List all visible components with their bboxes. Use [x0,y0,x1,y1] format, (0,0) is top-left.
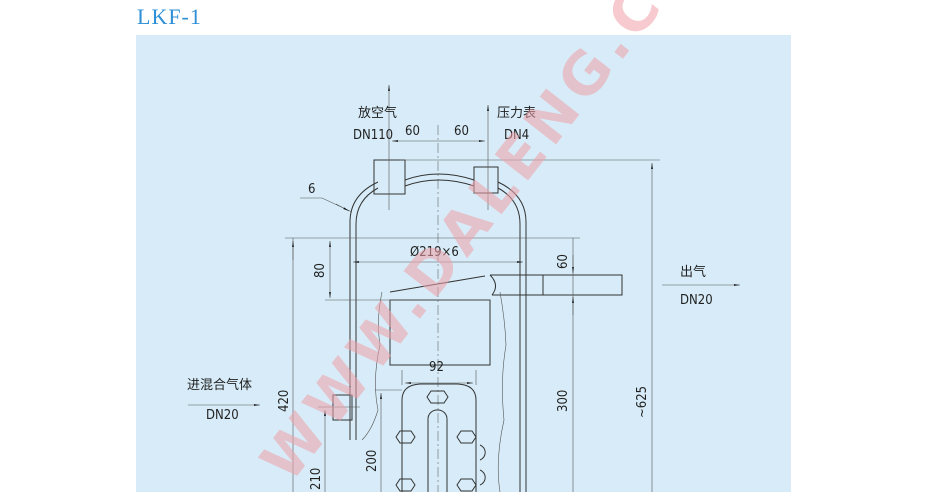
drawing-panel [136,35,791,492]
dimension-lines [188,85,740,492]
cutaway-boundary [361,291,507,492]
bolt-icon [426,390,449,404]
bolt-icon [456,430,477,444]
gauge-nozzle [473,166,499,194]
outlet-label: 出气 [680,264,706,280]
bolt-icon [456,478,477,492]
outlet-dn-label: DN20 [680,293,713,308]
inlet-dn-label: DN20 [206,408,239,423]
inlet-nozzle [332,394,353,421]
vent-dn-label: DN110 [353,128,393,143]
dim-625: ~625 [635,386,650,418]
bolt-icon [395,430,416,444]
drawing-title: LKF-1 [137,4,202,29]
dim-200: 200 [365,450,380,472]
bolt-icon [395,478,416,492]
bolts [395,390,486,492]
dim-left-60: 60 [405,124,420,139]
gauge-dn-label: DN4 [504,128,529,143]
dim-80: 80 [313,263,328,278]
dim-300: 300 [556,390,571,412]
dim-92: 92 [429,360,444,375]
dim-right-60: 60 [454,124,469,139]
vent-label: 放空气 [358,105,397,121]
dim-420: 420 [277,390,292,412]
dim-diameter: Ø219×6 [410,245,459,260]
dim-wall: 6 [308,182,315,197]
slot [427,409,448,492]
vent-nozzle [373,159,406,195]
gauge-label: 压力表 [497,106,536,121]
outlet-pipe [389,274,623,296]
dim-210: 210 [309,468,324,490]
inner-plate [401,383,477,492]
inlet-label: 进混合气体 [187,377,252,393]
dim-outlet-60: 60 [556,254,571,269]
